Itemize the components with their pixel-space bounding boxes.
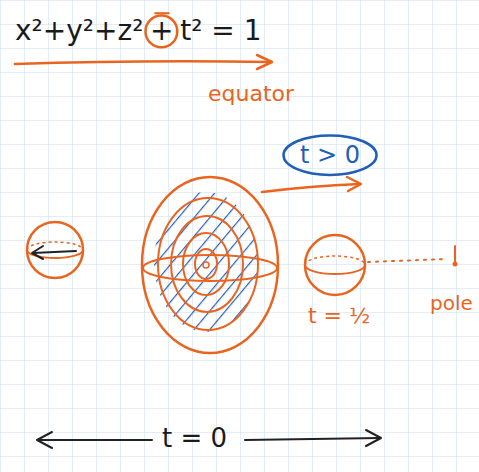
- left-arrow: [33, 251, 76, 253]
- node-text: +: [150, 16, 173, 47]
- pole-label: pole: [430, 292, 473, 314]
- equator-label: equator: [208, 82, 294, 106]
- dotted-line: [368, 259, 446, 262]
- level-curve: [183, 233, 229, 295]
- equator-underline: [15, 61, 270, 64]
- arrow-head: [347, 177, 361, 191]
- center-dot: [203, 262, 209, 268]
- right-arrow: [245, 438, 380, 440]
- sphere-equator: [27, 242, 83, 250]
- direction-arrow: [262, 184, 360, 192]
- level-curve: [158, 198, 258, 330]
- sphere-equator: [305, 265, 365, 274]
- arrow-head: [32, 246, 43, 259]
- sphere-equator: [305, 256, 365, 265]
- node-text: t > 0: [300, 142, 360, 168]
- circled-sign: +: [144, 14, 179, 49]
- equation-part: x²+y²+z²: [15, 16, 143, 47]
- pole-mark: [454, 246, 456, 262]
- arrow-head: [257, 55, 272, 69]
- node-outline-shape: [146, 16, 178, 48]
- small-sphere: [27, 222, 83, 278]
- arrow-head: [366, 430, 381, 446]
- node-outline-shape: [283, 135, 376, 174]
- sphere-equator: [143, 255, 277, 281]
- slice-label: t = ½: [308, 304, 370, 328]
- pole-dot: [453, 262, 458, 267]
- small-sphere: [305, 235, 365, 295]
- big-sphere: [142, 177, 278, 353]
- hatch-fill: [154, 192, 258, 332]
- arrow-head: [37, 432, 52, 448]
- condition-oval: t > 0: [282, 134, 378, 176]
- time-label: t = 0: [162, 424, 227, 453]
- level-curve: [195, 249, 217, 279]
- equation-part: t² = 1: [180, 16, 261, 47]
- left-arrow: [38, 439, 152, 441]
- level-curve: [171, 216, 243, 312]
